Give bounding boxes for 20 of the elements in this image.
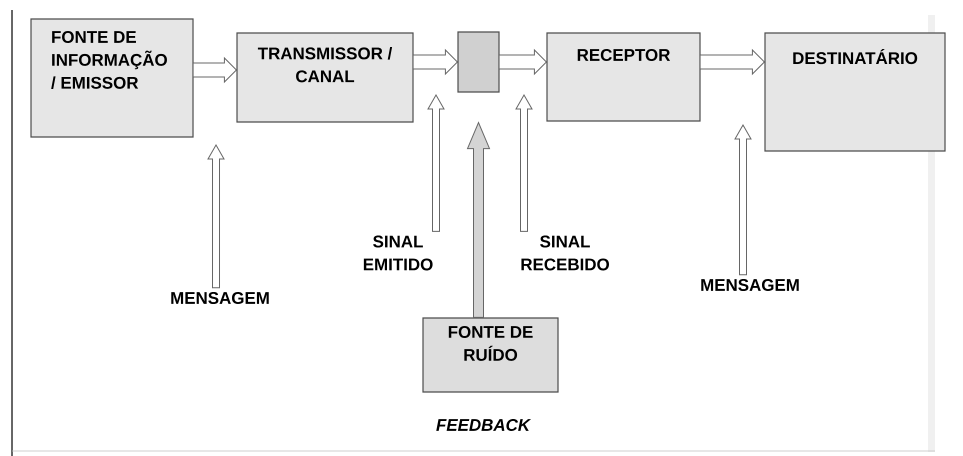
process-box: [457, 31, 500, 93]
block-arrow: [734, 124, 752, 276]
block-arrow: [413, 48, 458, 76]
block-arrow: [427, 94, 445, 232]
block-arrow: [193, 56, 238, 84]
block-arrow: [700, 48, 766, 76]
block-arrow: [499, 48, 548, 76]
process-box: FONTE DE INFORMAÇÃO / EMISSOR: [30, 18, 194, 138]
process-box: RECEPTOR: [546, 32, 701, 122]
label-text: SINAL EMITIDO: [364, 236, 433, 270]
process-box: FONTE DE RUÍDO: [422, 317, 559, 393]
block-arrow: [466, 121, 490, 318]
process-box: TRANSMISSOR / CANAL: [236, 32, 414, 123]
label-text: FEEDBACK: [436, 418, 532, 431]
label-text: MENSAGEM: [701, 279, 799, 291]
block-arrow: [515, 94, 533, 232]
block-arrow: [207, 144, 225, 288]
label-text: SINAL RECEBIDO: [521, 236, 609, 270]
process-box: DESTINATÁRIO: [764, 32, 946, 152]
label-text: MENSAGEM: [171, 292, 269, 304]
